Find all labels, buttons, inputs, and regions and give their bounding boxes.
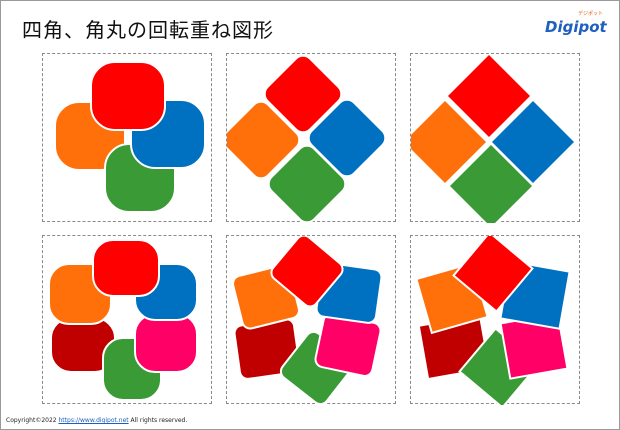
panel-four-rotated-sharp-squares [410, 53, 580, 223]
panel-four-rotated-rounded-squares [226, 53, 396, 223]
shape-red [90, 61, 166, 131]
shape-red [263, 54, 343, 134]
copyright-footer: Copyright©2022 https://www.digipot.net A… [6, 417, 187, 424]
footer-link[interactable]: https://www.digipot.net [58, 417, 129, 424]
shape-pink [134, 313, 198, 373]
shape-red [270, 236, 344, 308]
shape-green [447, 142, 535, 223]
panel-six-rotated-sharp-squares [410, 235, 580, 405]
shape-orange [227, 100, 301, 180]
shape-red [92, 239, 160, 297]
copyright-text: Copyright©2022 [6, 417, 59, 424]
panel-six-blob-squares [42, 235, 212, 404]
shape-red [445, 54, 533, 140]
shape-green [267, 144, 347, 223]
slide-title: 四角、角丸の回転重ね図形 [22, 18, 274, 42]
panel-four-blob-squares [42, 53, 212, 222]
logo-text: Digipot [545, 18, 608, 36]
shape-orange [411, 98, 489, 186]
logo-text: デジポット [578, 10, 603, 17]
rights-text: All rights reserved. [128, 417, 188, 424]
panel-five-rotated-rounded-squares [226, 235, 396, 405]
shape-red [452, 236, 534, 313]
digipot-logo: Digipot デジポット [542, 6, 612, 40]
